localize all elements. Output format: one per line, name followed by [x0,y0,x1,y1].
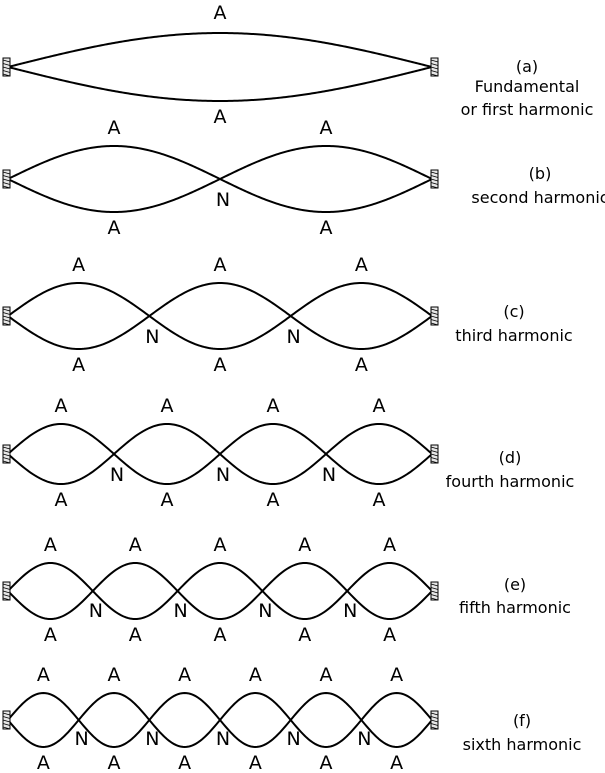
antinode-label-top: A [390,664,403,686]
node-label: N [145,326,159,348]
caption-letter: (d) [499,448,522,467]
node-label: N [216,464,230,486]
antinode-label-top: A [298,534,311,556]
left-clamp-icon [2,444,11,464]
caption-letter: (c) [503,302,524,321]
antinode-label-bottom: A [214,106,227,128]
node-label: N [75,728,89,750]
antinode-label-top: A [214,254,227,276]
antinode-label-bottom: A [383,624,396,646]
lower-envelope-harmonic-6 [7,691,433,749]
antinode-label-bottom: A [320,752,333,773]
harmonic-3: A A A A A A N N (c) third harmonic [2,254,573,376]
left-clamp-icon [2,710,11,730]
harmonic-1: A A (a)Fundamental or first harmonic [2,2,594,128]
antinode-label-top: A [108,664,121,686]
antinode-label-top: A [320,664,333,686]
antinode-label-bottom: A [178,752,191,773]
node-label: N [216,189,230,211]
right-clamp-icon [430,57,439,77]
node-label: N [357,728,371,750]
left-clamp-icon [2,306,11,326]
caption-text: sixth harmonic [463,735,582,754]
right-clamp-icon [430,169,439,189]
antinode-label-bottom: A [320,217,333,239]
antinode-label-bottom: A [355,354,368,376]
right-clamp-icon [430,710,439,730]
antinode-label-bottom: A [129,624,142,646]
lower-envelope-harmonic-1 [7,66,433,102]
caption-text: third harmonic [455,326,572,345]
antinode-label-top: A [249,664,262,686]
antinode-label-bottom: A [267,489,280,511]
harmonic-5: A A A A A A A A A A N N N N (e) fifth harmonic [2,534,571,646]
upper-envelope-harmonic-5 [7,561,433,621]
caption-letter: (a) [516,57,538,76]
antinode-label-bottom: A [214,354,227,376]
node-label: N [216,728,230,750]
antinode-label-bottom: A [108,217,121,239]
antinode-label-top: A [178,664,191,686]
antinode-label-top: A [373,395,386,417]
antinode-label-top: A [355,254,368,276]
antinode-label-top: A [108,117,121,139]
antinode-label-top: A [214,534,227,556]
antinode-label-bottom: A [44,624,57,646]
caption-text: Fundamental [475,77,580,96]
antinode-label-top: A [214,2,227,24]
caption-letter: (f) [513,711,531,730]
antinode-label-bottom: A [161,489,174,511]
antinode-label-bottom: A [37,752,50,773]
antinode-label-bottom: A [108,752,121,773]
right-clamp-icon [430,581,439,601]
antinode-label-top: A [129,534,142,556]
node-label: N [258,600,272,622]
upper-envelope-harmonic-1 [7,32,433,68]
left-clamp-icon [2,169,11,189]
left-clamp-icon [2,581,11,601]
antinode-label-top: A [267,395,280,417]
antinode-label-top: A [72,254,85,276]
node-label: N [343,600,357,622]
caption-text: second harmonic [471,188,605,207]
antinode-label-top: A [320,117,333,139]
node-label: N [145,728,159,750]
lower-envelope-harmonic-2 [7,144,433,214]
antinode-label-bottom: A [214,624,227,646]
antinode-label-bottom: A [373,489,386,511]
antinode-label-top: A [55,395,68,417]
antinode-label-top: A [37,664,50,686]
node-label: N [89,600,103,622]
node-label: N [287,728,301,750]
node-label: N [322,464,336,486]
antinode-label-bottom: A [72,354,85,376]
lower-envelope-harmonic-3 [7,281,433,351]
caption-text: or first harmonic [461,100,594,119]
upper-envelope-harmonic-3 [7,281,433,351]
node-label: N [110,464,124,486]
caption-text: fourth harmonic [446,472,575,491]
right-clamp-icon [430,444,439,464]
antinode-label-bottom: A [249,752,262,773]
caption-letter: (b) [529,164,552,183]
caption-text: fifth harmonic [459,598,571,617]
antinode-label-top: A [161,395,174,417]
lower-envelope-harmonic-5 [7,561,433,621]
antinode-label-bottom: A [298,624,311,646]
lower-envelope-harmonic-4 [7,422,433,486]
caption-letter: (e) [504,575,526,594]
antinode-label-bottom: A [55,489,68,511]
harmonic-2: A A A A N (b) second harmonic [2,117,605,239]
harmonic-4: A A A A A A A A N N N (d) fourth harmonic [2,395,575,511]
antinode-label-bottom: A [390,752,403,773]
node-label: N [287,326,301,348]
left-clamp-icon [2,57,11,77]
node-label: N [173,600,187,622]
antinode-label-top: A [383,534,396,556]
right-clamp-icon [430,306,439,326]
antinode-label-top: A [44,534,57,556]
